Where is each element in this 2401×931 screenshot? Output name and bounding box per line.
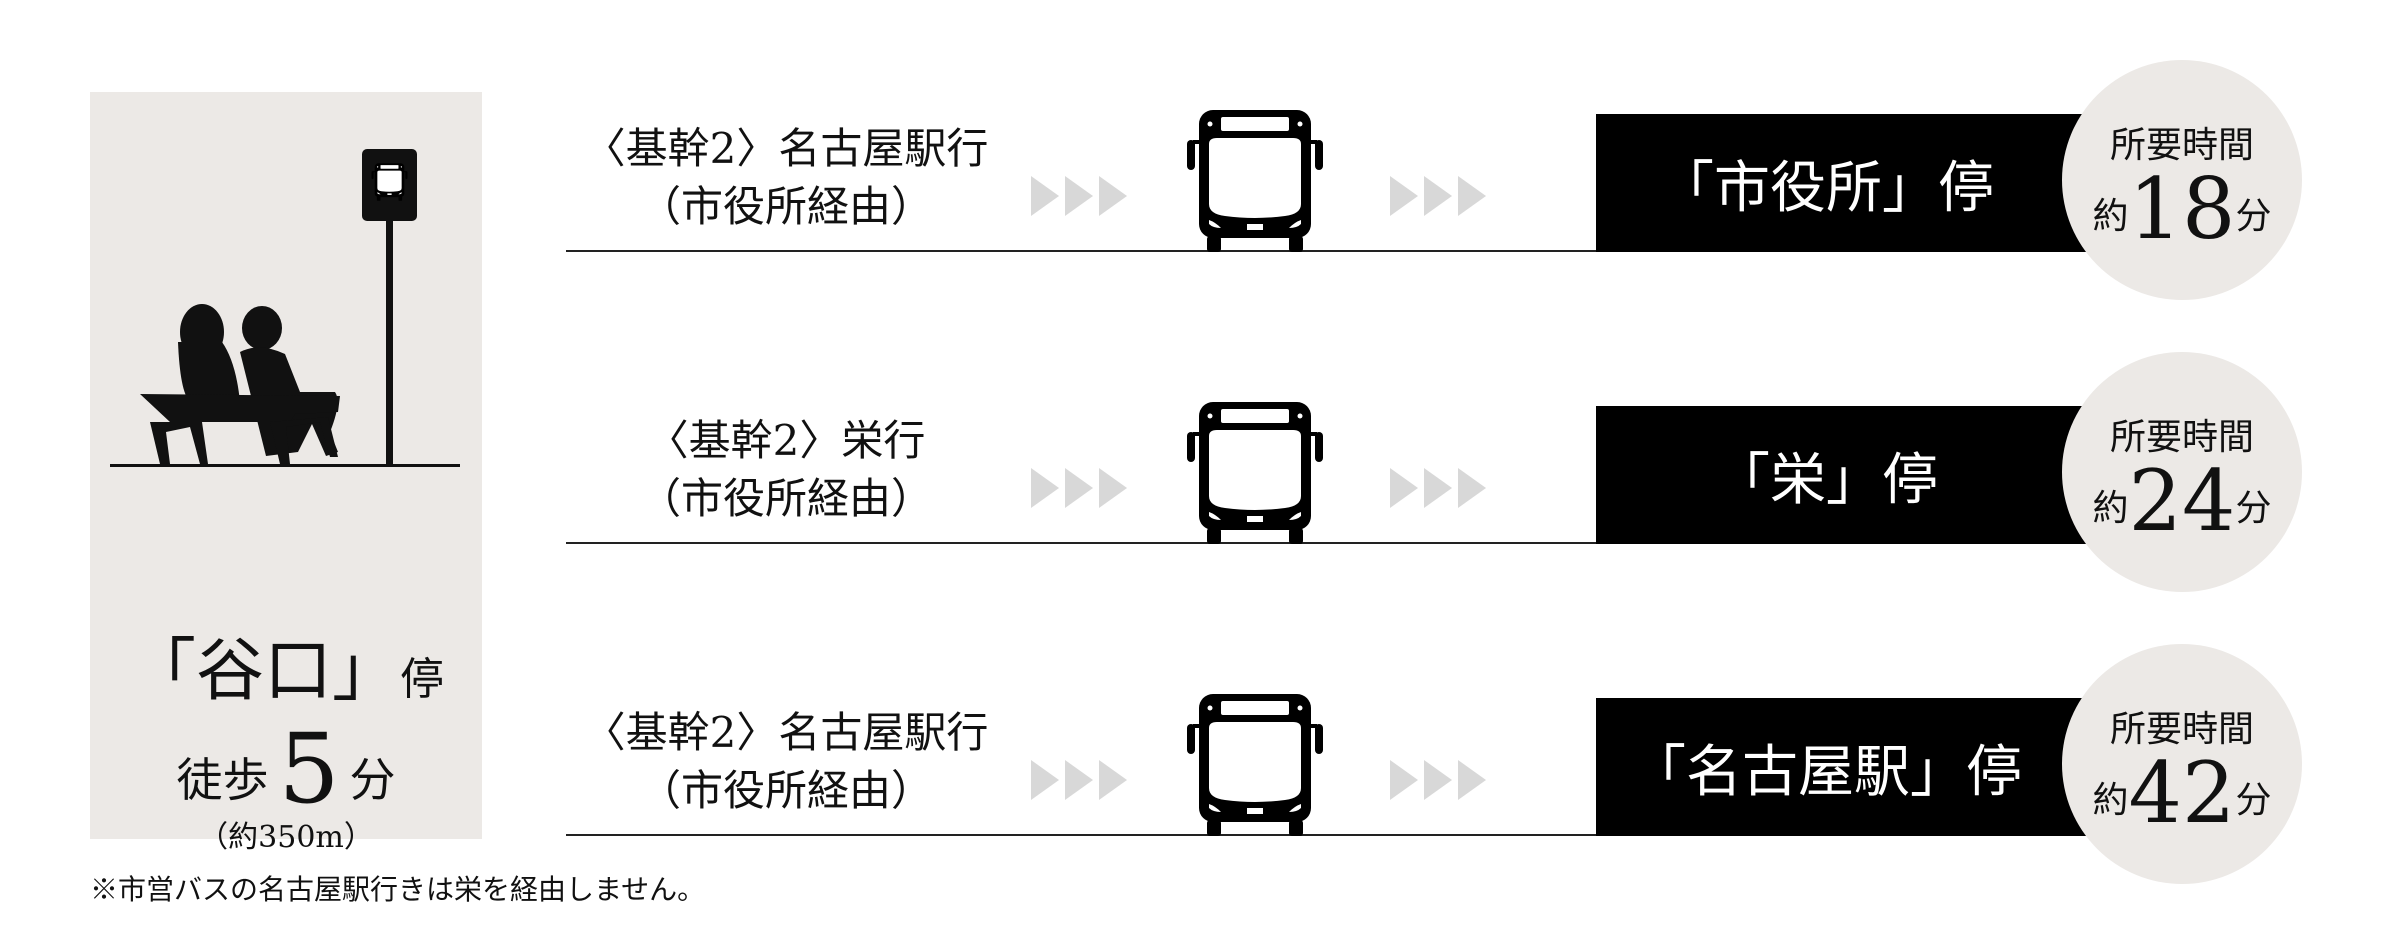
travel-time-badge: 所要時間 約42分 <box>2062 644 2302 884</box>
arrow-icon <box>1065 760 1093 800</box>
arrow-icon <box>1390 760 1418 800</box>
arrow-icon <box>1031 468 1059 508</box>
arrows-left <box>1031 468 1127 508</box>
people-on-bench-icon <box>110 304 460 467</box>
travel-time-label: 所要時間 <box>2109 125 2254 166</box>
route-divider <box>566 542 1606 544</box>
arrow-icon <box>1458 468 1486 508</box>
travel-minutes: 18 <box>2128 160 2236 258</box>
arrow-icon <box>1424 468 1452 508</box>
route-row: 〈基幹2〉名古屋駅行 （市役所経由） 「名古屋駅」停 所要時間 約42分 <box>0 584 2401 884</box>
arrow-icon <box>1031 176 1059 216</box>
arrows-right <box>1390 176 1486 216</box>
walk-unit: 分 <box>349 753 396 807</box>
bus-icon <box>1185 110 1325 252</box>
travel-time-value: 約24分 <box>2062 452 2302 550</box>
arrow-icon <box>1390 176 1418 216</box>
walk-label: 徒歩 <box>176 753 269 807</box>
travel-minutes: 24 <box>2128 452 2236 550</box>
route-name: 〈基幹2〉栄行 （市役所経由） <box>566 412 1006 528</box>
walk-distance: （約350m） <box>198 820 374 855</box>
arrow-icon <box>1099 176 1127 216</box>
approx-prefix: 約 <box>2092 196 2129 237</box>
bus-stop-sign-icon <box>362 149 417 466</box>
route-via: （市役所経由） <box>638 766 933 815</box>
arrows-left <box>1031 760 1127 800</box>
walk-minutes: 5 <box>278 713 340 825</box>
arrow-icon <box>1424 760 1452 800</box>
route-line: 〈基幹2〉名古屋駅行 <box>583 124 989 173</box>
route-name: 〈基幹2〉名古屋駅行 （市役所経由） <box>566 120 1006 236</box>
bus-stop-illustration <box>110 149 460 467</box>
origin-stop-suffix: 停 <box>400 654 444 705</box>
travel-time-label: 所要時間 <box>2109 709 2254 750</box>
origin-stop-name: 「谷口」停 <box>90 632 482 720</box>
route-divider <box>566 250 1606 252</box>
arrow-icon <box>1099 468 1127 508</box>
arrow-icon <box>1065 176 1093 216</box>
travel-time-label: 所要時間 <box>2109 417 2254 458</box>
arrow-icon <box>1031 760 1059 800</box>
arrow-icon <box>1065 468 1093 508</box>
bus-icon <box>1185 402 1325 544</box>
approx-prefix: 約 <box>2092 488 2129 529</box>
arrows-right <box>1390 760 1486 800</box>
route-via: （市役所経由） <box>638 474 933 523</box>
route-divider <box>566 834 1606 836</box>
bus-icon <box>1185 694 1325 836</box>
route-line: 〈基幹2〉栄行 <box>646 416 926 465</box>
arrow-icon <box>1458 176 1486 216</box>
destination-stop: 「市役所」停 <box>1596 114 2096 252</box>
route-row: 〈基幹2〉名古屋駅行 （市役所経由） 「市役所」停 所要時間 約18分 <box>0 0 2401 300</box>
minute-unit: 分 <box>2235 780 2272 821</box>
route-via: （市役所経由） <box>638 182 933 231</box>
travel-time-badge: 所要時間 約24分 <box>2062 352 2302 592</box>
destination-stop: 「名古屋駅」停 <box>1596 698 2096 836</box>
arrows-left <box>1031 176 1127 216</box>
arrow-icon <box>1099 760 1127 800</box>
route-name: 〈基幹2〉名古屋駅行 （市役所経由） <box>566 704 1006 820</box>
approx-prefix: 約 <box>2092 780 2129 821</box>
arrows-right <box>1390 468 1486 508</box>
travel-minutes: 42 <box>2128 744 2236 842</box>
travel-time-value: 約42分 <box>2062 744 2302 842</box>
route-line: 〈基幹2〉名古屋駅行 <box>583 708 989 757</box>
travel-time-value: 約18分 <box>2062 160 2302 258</box>
origin-stop-label: 「谷口」 <box>127 632 400 711</box>
travel-time-badge: 所要時間 約18分 <box>2062 60 2302 300</box>
minute-unit: 分 <box>2235 196 2272 237</box>
arrow-icon <box>1390 468 1418 508</box>
minute-unit: 分 <box>2235 488 2272 529</box>
destination-stop: 「栄」停 <box>1596 406 2096 544</box>
arrow-icon <box>1424 176 1452 216</box>
footnote: ※市営バスの名古屋駅行きは栄を経由しません。 <box>90 873 706 906</box>
arrow-icon <box>1458 760 1486 800</box>
route-row: 〈基幹2〉栄行 （市役所経由） 「栄」停 所要時間 約24分 <box>0 292 2401 592</box>
